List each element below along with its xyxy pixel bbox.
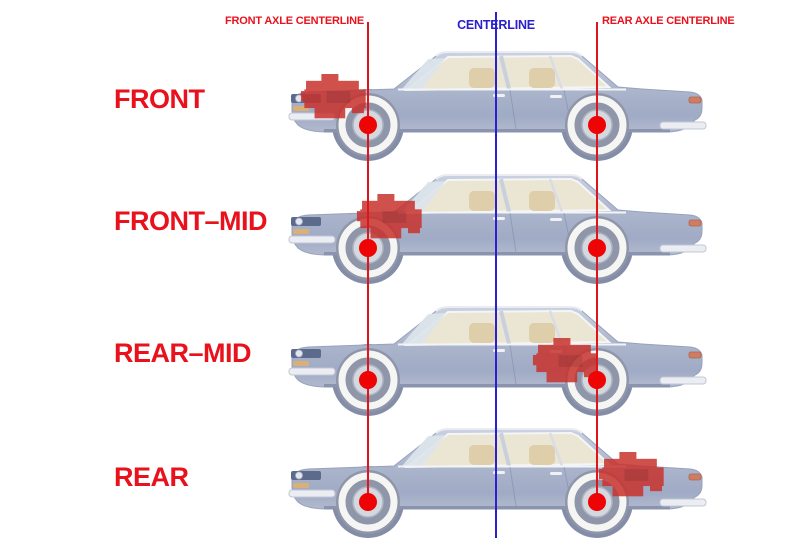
row-rear: REAR — [0, 422, 795, 540]
row-rear-mid: REAR–MID — [0, 300, 795, 418]
rear-wheel-hub-marker — [588, 493, 606, 511]
row-label-rear-mid: REAR–MID — [114, 338, 252, 368]
front-wheel-hub-marker — [359, 493, 377, 511]
engine-icon — [352, 194, 430, 240]
row-label-front: FRONT — [114, 84, 205, 114]
row-front-mid: FRONT–MID — [0, 168, 795, 286]
car-illustration — [288, 168, 708, 286]
row-front: FRONT — [0, 45, 795, 163]
engine-icon — [296, 74, 374, 120]
front-axle-centerline-line — [367, 22, 369, 506]
centerline-line — [495, 12, 497, 538]
centerline-label: CENTERLINE — [457, 18, 535, 32]
rear-axle-centerline-line — [596, 22, 598, 506]
rear-wheel-hub-marker — [588, 239, 606, 257]
rear-wheel-hub-marker — [588, 371, 606, 389]
car-illustration — [288, 45, 708, 163]
front-wheel-hub-marker — [359, 371, 377, 389]
car-illustration — [288, 422, 708, 540]
car-side-view — [288, 300, 708, 418]
rear-axle-centerline-label: REAR AXLE CENTERLINE — [602, 15, 735, 27]
engine-icon — [594, 452, 672, 498]
front-wheel-hub-marker — [359, 116, 377, 134]
front-axle-centerline-label: FRONT AXLE CENTERLINE — [224, 15, 364, 27]
row-label-front-mid: FRONT–MID — [114, 206, 268, 236]
row-label-rear: REAR — [114, 462, 189, 492]
front-wheel-hub-marker — [359, 239, 377, 257]
rear-wheel-hub-marker — [588, 116, 606, 134]
car-side-view — [288, 168, 708, 286]
car-illustration — [288, 300, 708, 418]
